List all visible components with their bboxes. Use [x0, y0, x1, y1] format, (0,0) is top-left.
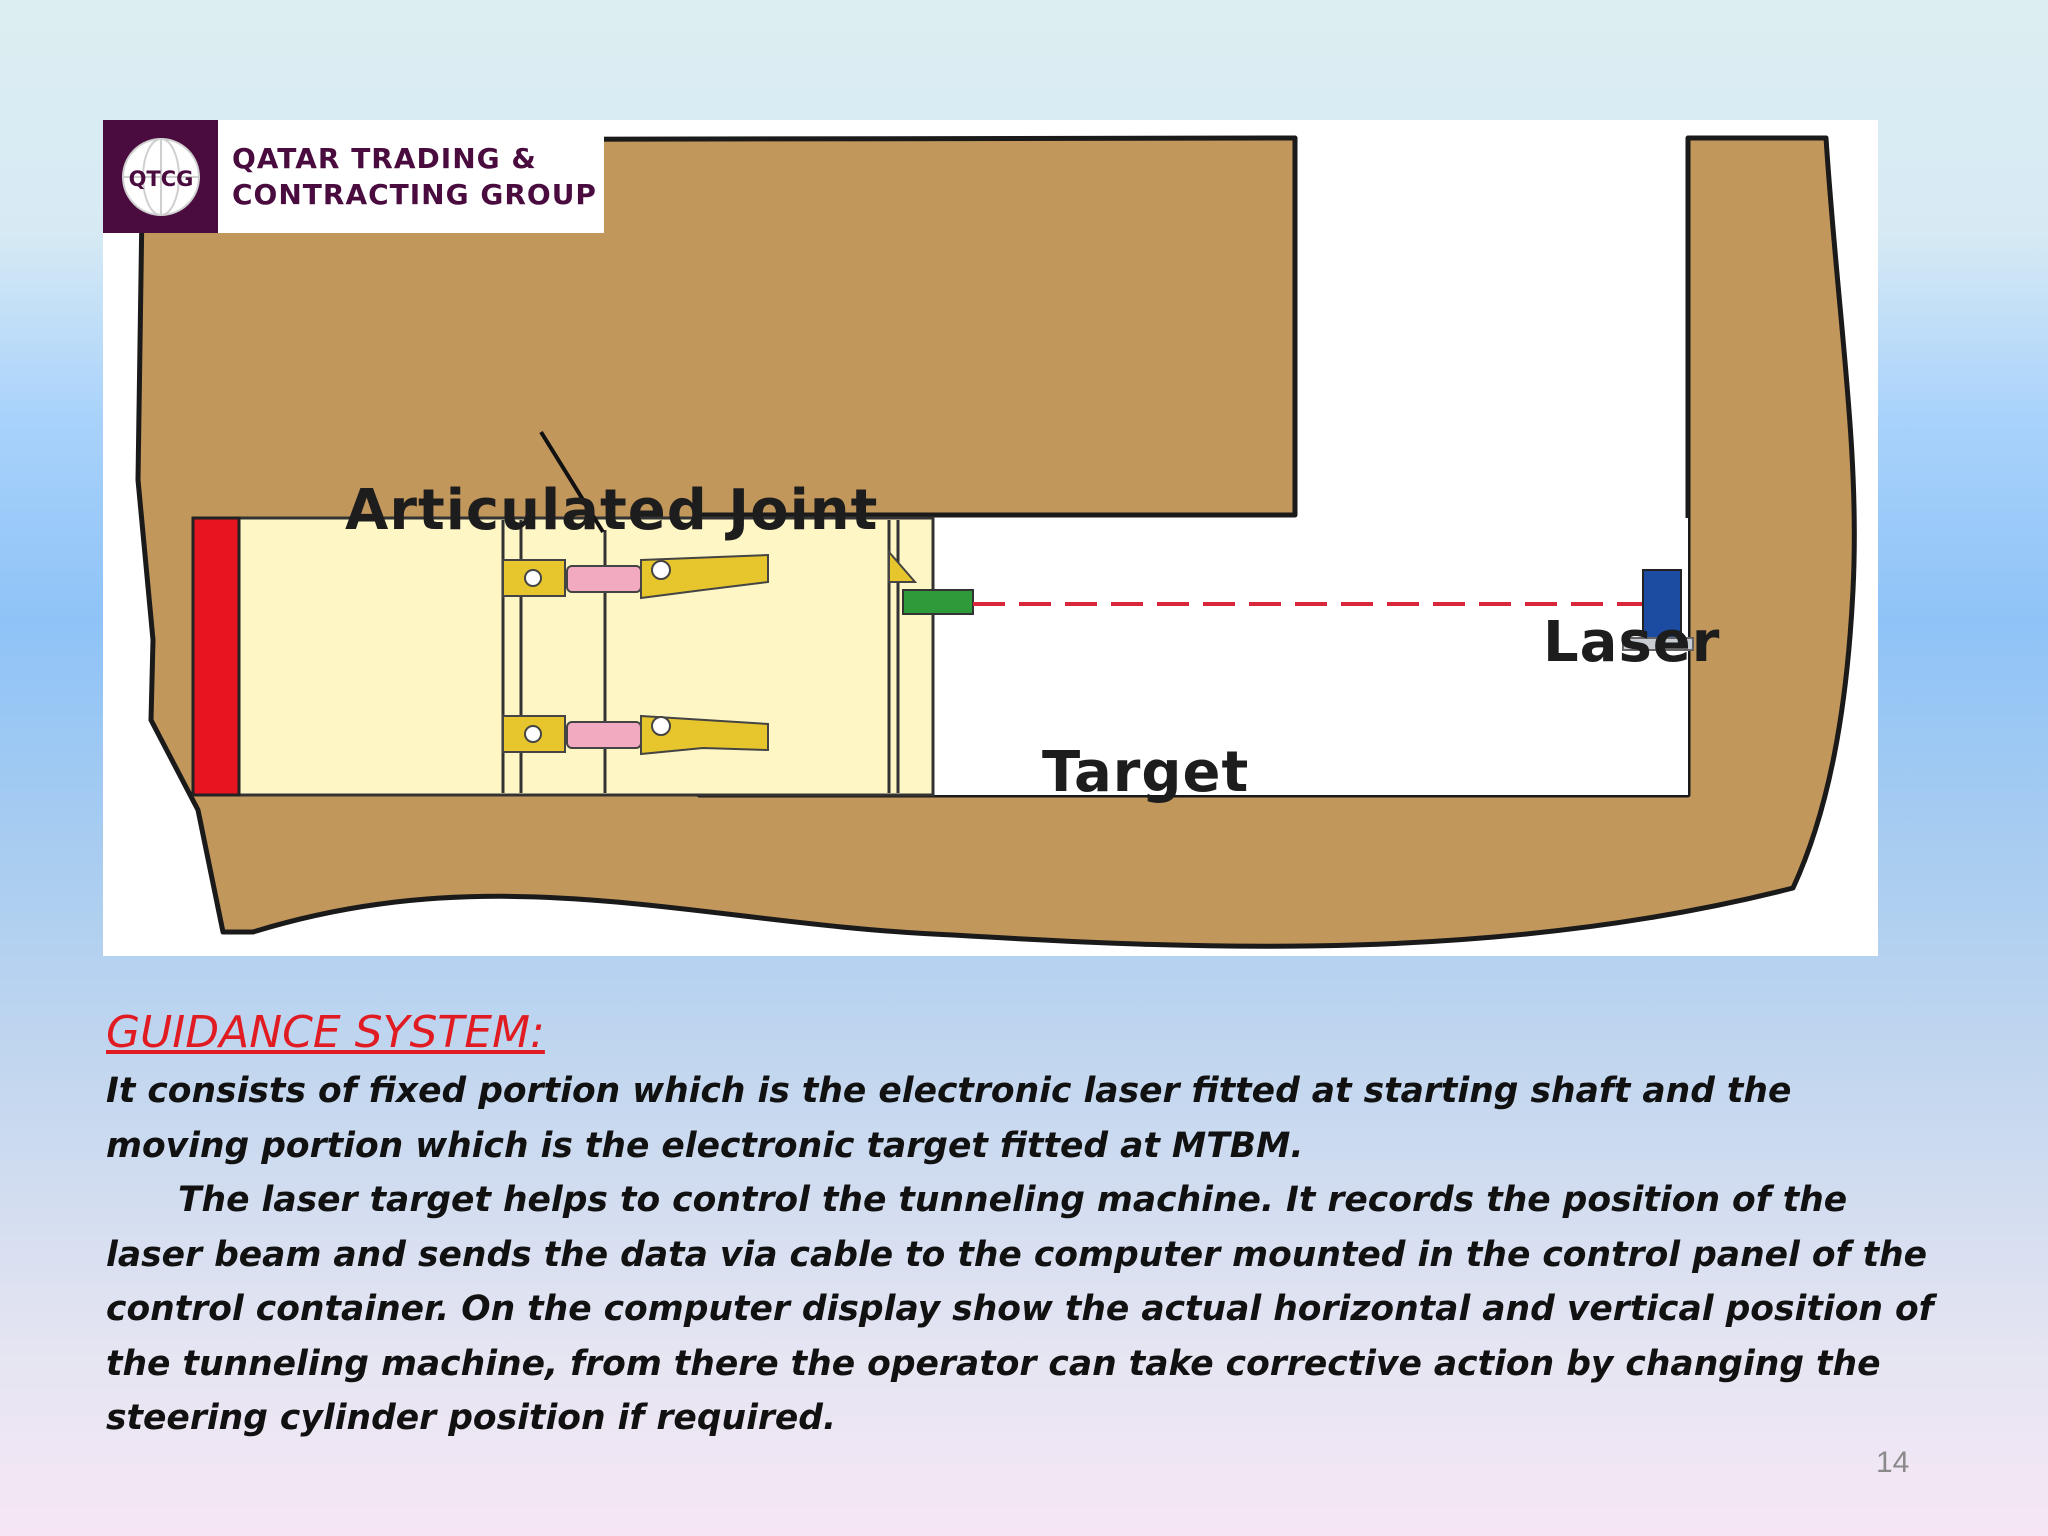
laser-mount: [1622, 637, 1694, 651]
logo-line-2: CONTRACTING GROUP: [232, 177, 597, 211]
cutter-head: [191, 516, 241, 797]
target-prism: [888, 549, 918, 583]
logo-wordmark: QATAR TRADING & CONTRACTING GROUP: [218, 120, 597, 233]
globe-icon: QTCG: [121, 137, 200, 216]
paragraph-laser-target: The laser target helps to control the tu…: [106, 1180, 1934, 1438]
paragraph-fixed-moving: It consists of fixed portion which is th…: [106, 1071, 1792, 1166]
page-number: 14: [1876, 1446, 1910, 1479]
steering-cylinder-upper: [502, 553, 769, 600]
target-label: Target: [1042, 740, 1250, 805]
section-heading: GUIDANCE SYSTEM:: [106, 1007, 545, 1058]
tunnel-diagram-svg: [135, 135, 1857, 949]
laser-label: Laser: [1543, 610, 1721, 675]
content-text: GUIDANCE SYSTEM: It consists of fixed po…: [106, 1004, 1946, 1446]
logo-emblem: QTCG: [103, 120, 218, 233]
joint-pointer: [539, 430, 605, 534]
logo-line-1: QATAR TRADING &: [232, 141, 537, 175]
company-logo: QTCG QATAR TRADING & CONTRACTING GROUP: [103, 120, 604, 233]
steering-cylinder-lower: [502, 714, 769, 756]
logo-emblem-text: QTCG: [128, 167, 193, 191]
laser-unit: [1642, 569, 1682, 643]
guidance-diagram: Articulated Joint Laser Target: [103, 120, 1878, 956]
mtbm-body: [231, 516, 935, 797]
articulated-joint-label: Articulated Joint: [345, 478, 879, 543]
tunnel-opening: [933, 518, 1688, 795]
target-plate: [902, 589, 974, 615]
